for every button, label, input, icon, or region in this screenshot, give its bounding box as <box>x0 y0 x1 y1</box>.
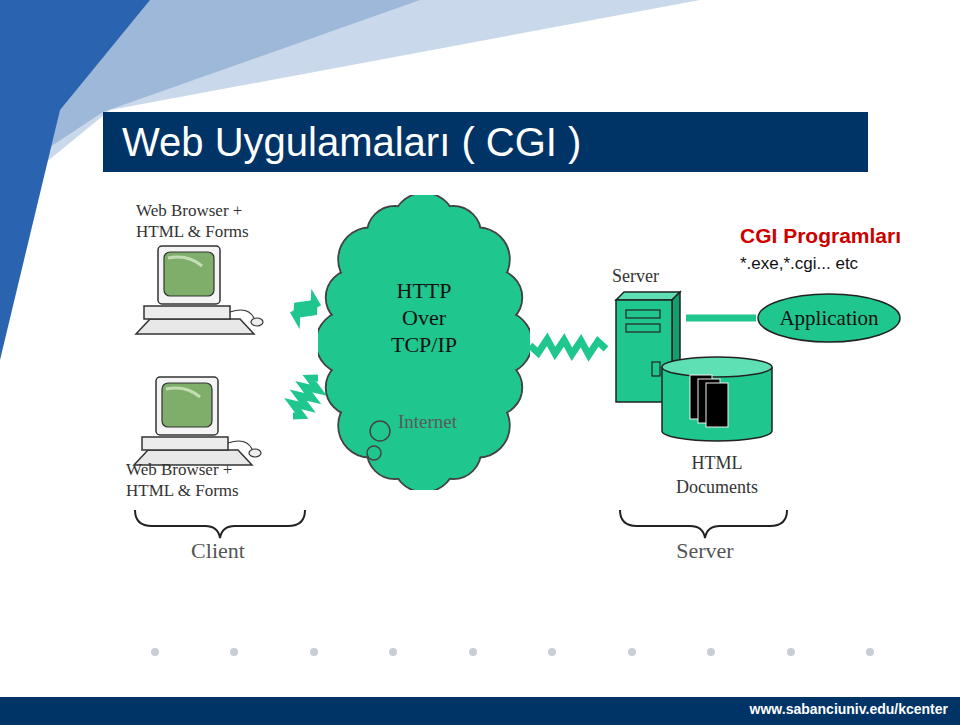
mouse <box>249 449 261 457</box>
server-label: Server <box>612 266 659 287</box>
dark-wedge <box>0 0 150 360</box>
bolt-stroke <box>293 378 319 416</box>
title-bar <box>103 112 868 172</box>
cloud-core <box>348 225 500 460</box>
lightning-link <box>530 339 606 355</box>
computer-label: Web Browser + HTML & Forms <box>136 200 286 242</box>
dot-row <box>151 648 874 656</box>
extension-note: *.exe,*.cgi... etc <box>740 254 858 274</box>
computer-icon <box>134 377 261 465</box>
screen <box>162 383 212 427</box>
mouse-cord <box>228 441 252 449</box>
computer-label: Web Browser + HTML & Forms <box>126 459 276 501</box>
footer-bar <box>0 697 960 725</box>
footer-url: www.sabanciuniv.edu/kcenter <box>750 701 948 717</box>
bolt-stroke <box>530 339 606 355</box>
client-computer: Web Browser + HTML & Forms <box>118 375 293 503</box>
monitor <box>156 377 218 435</box>
application-ellipse: Application <box>756 292 902 344</box>
keyboard <box>136 319 254 334</box>
cylinder-body <box>662 367 772 441</box>
line-stroke <box>686 315 756 322</box>
drive-bay <box>626 324 660 332</box>
base-unit <box>144 306 230 319</box>
cloud-caption: Internet <box>398 411 457 433</box>
screen-glare <box>166 388 200 397</box>
monitor <box>158 246 220 304</box>
lightning-link <box>293 378 319 416</box>
cloud-puff <box>370 421 390 441</box>
document-store: HTML Documents <box>656 355 778 505</box>
documents-label: HTML Documents <box>656 451 778 499</box>
drive-bay <box>626 310 660 318</box>
bracket-label: Client <box>191 538 245 564</box>
screen <box>164 252 214 296</box>
computer-icon <box>136 246 263 334</box>
bracket-label: Server <box>676 538 733 564</box>
document-sheet <box>706 383 728 427</box>
cloud-heading: HTTP Over TCP/IP <box>376 277 472 358</box>
node-outline <box>128 200 293 335</box>
mouse-cord <box>230 310 254 318</box>
cylinder-top <box>662 357 772 377</box>
ellipse-outline <box>758 294 900 342</box>
internet-cloud: HTTP Over TCP/IP Internet <box>318 195 530 490</box>
client-bracket <box>135 510 305 538</box>
tower-top <box>616 292 680 300</box>
bolt-stroke <box>293 301 318 318</box>
base-unit <box>142 437 228 450</box>
power-button <box>652 362 660 376</box>
connector-line <box>686 318 756 319</box>
cloud-puff <box>367 446 381 460</box>
client-computer: Web Browser + HTML & Forms <box>128 200 293 335</box>
cgi-heading: CGI Programları <box>740 224 901 248</box>
slide-title: Web Uygulamaları ( CGI ) <box>122 115 581 169</box>
screen-glare <box>168 257 202 266</box>
lightning-link <box>293 301 318 318</box>
server-bracket <box>620 510 787 538</box>
application-label: Application <box>779 306 878 331</box>
mouse <box>251 318 263 326</box>
